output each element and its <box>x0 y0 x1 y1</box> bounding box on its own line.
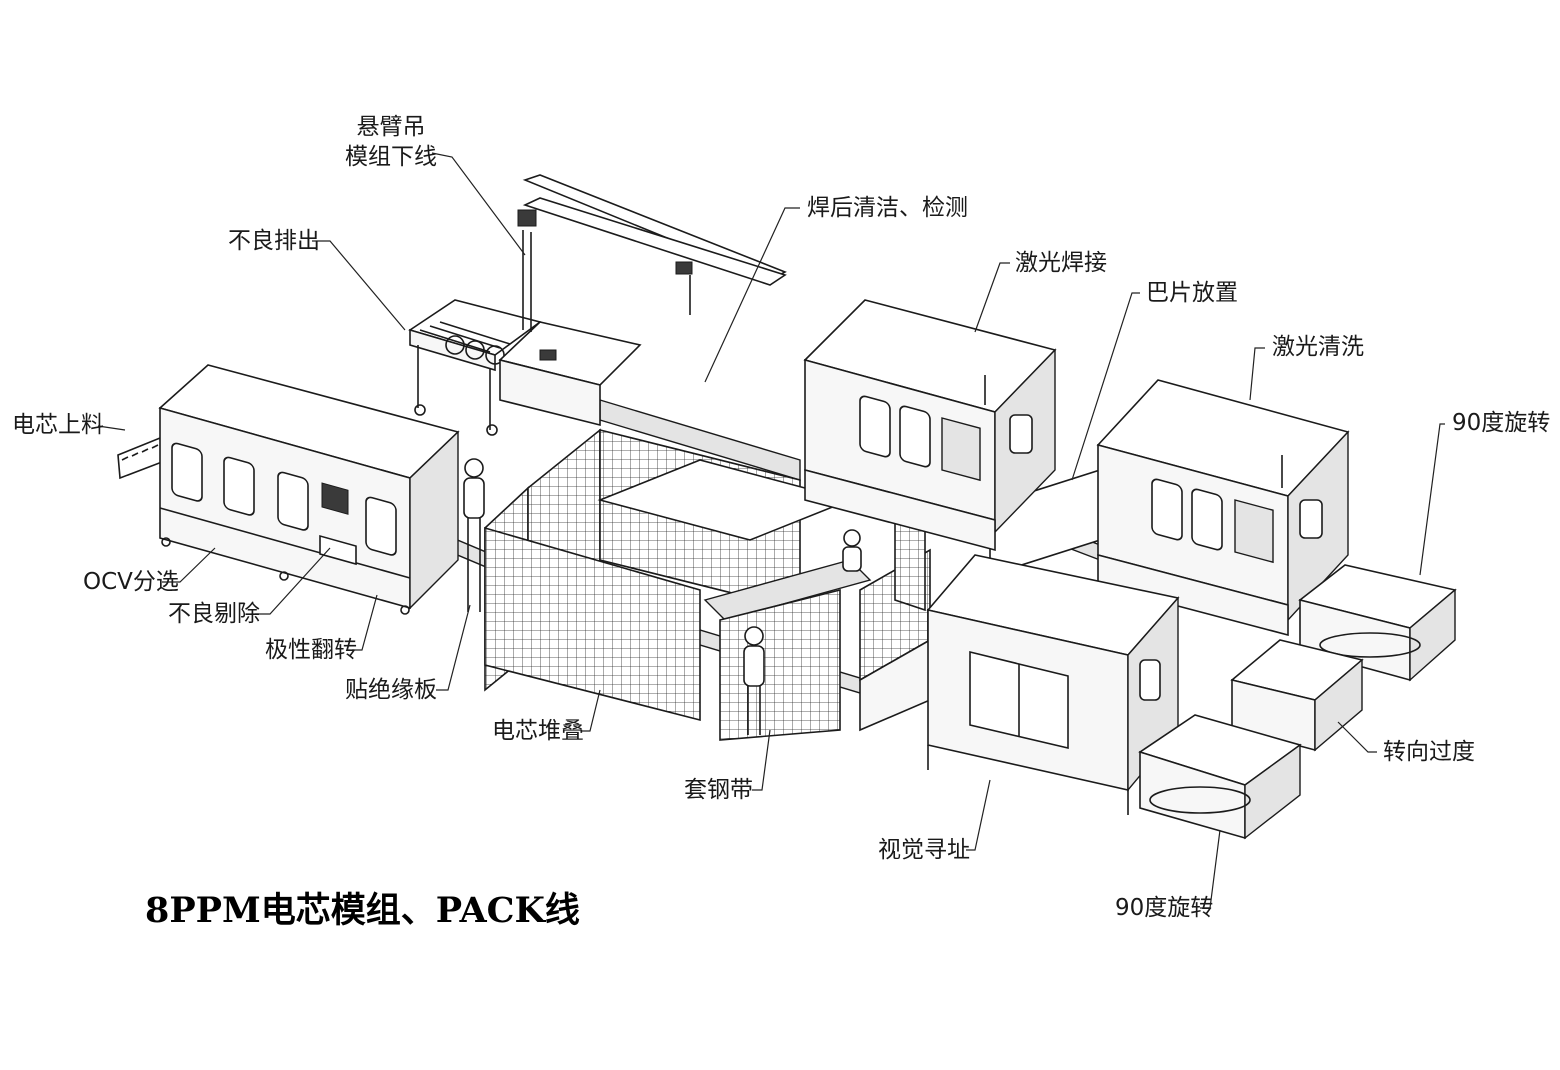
vision-addressing-machine <box>926 554 1180 815</box>
label-cantilever-crane: 悬臂吊 模组下线 <box>345 114 437 170</box>
ocv-sorting-machine <box>158 364 460 615</box>
label-turning-transition: 转向过度 <box>1383 739 1475 765</box>
operator-figures <box>463 458 862 735</box>
cell-stacking-fence <box>484 428 872 741</box>
steel-strapping-station <box>859 518 931 732</box>
label-post-weld-clean-inspect: 焊后清洁、检测 <box>807 195 968 221</box>
rotation-table-bottom <box>1138 714 1302 840</box>
laser-welding-machine <box>803 299 1057 552</box>
diagram-title: 8PPM电芯模组、PACK线 <box>145 890 580 931</box>
cell-loading-feeder <box>117 436 163 480</box>
label-laser-welding: 激光焊接 <box>1015 250 1107 276</box>
label-steel-strapping: 套钢带 <box>684 777 753 803</box>
defect-discharge-station <box>408 299 642 436</box>
label-cell-loading: 电芯上料 <box>12 412 104 438</box>
label-defect-rejection: 不良剔除 <box>168 601 260 627</box>
label-defect-discharge: 不良排出 <box>228 228 320 254</box>
label-busbar-placement: 巴片放置 <box>1146 280 1238 306</box>
label-vision-addressing: 视觉寻址 <box>878 837 970 863</box>
cantilever-crane <box>517 174 787 332</box>
label-rotate-90-bottom: 90度旋转 <box>1115 895 1214 921</box>
laser-cleaning-machine <box>1096 379 1350 637</box>
label-insulation-board: 贴绝缘板 <box>345 677 437 703</box>
label-laser-cleaning: 激光清洗 <box>1272 334 1364 360</box>
label-rotate-90-top: 90度旋转 <box>1452 410 1551 436</box>
label-cell-stacking: 电芯堆叠 <box>492 718 584 744</box>
label-polarity-flip: 极性翻转 <box>265 637 357 663</box>
leader-lines <box>97 152 1445 909</box>
label-ocv-sorting: OCV分选 <box>83 569 179 595</box>
rotation-table-top <box>1298 564 1457 682</box>
